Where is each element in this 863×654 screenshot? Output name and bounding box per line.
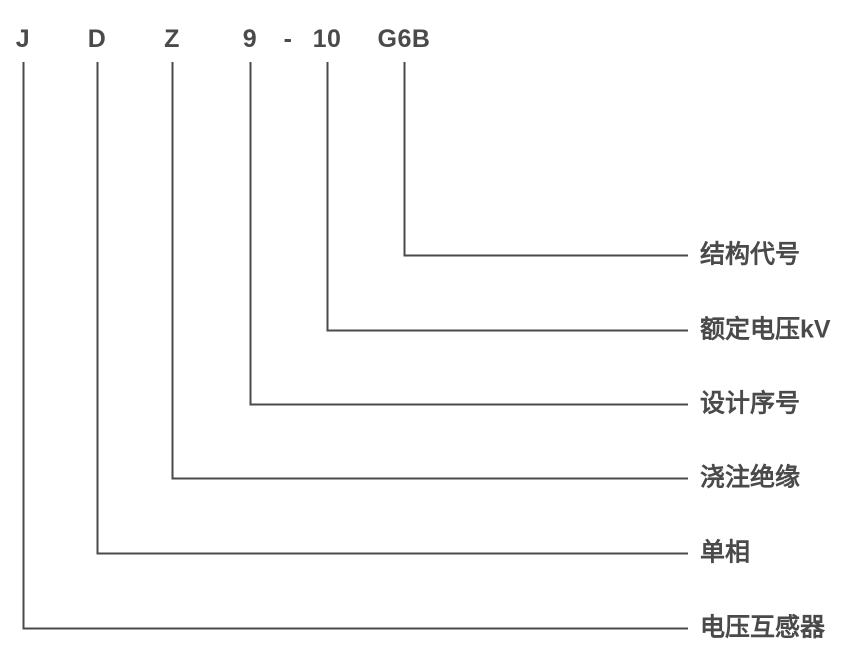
leader-line-5 xyxy=(96,62,688,555)
callout-label-1: 结构代号 xyxy=(700,240,801,269)
code-part-2: D xyxy=(87,25,107,53)
code-part-4: 9 xyxy=(242,25,258,53)
code-part-6: 10 xyxy=(312,25,342,53)
leader-line-1 xyxy=(403,62,688,257)
callout-label-2: 额定电压kV xyxy=(700,315,831,344)
model-code-row: J D Z 9-10 G6B xyxy=(0,0,863,62)
code-part-7: G6B xyxy=(377,25,431,53)
code-part-3: Z xyxy=(164,25,180,53)
callout-label-5: 单相 xyxy=(700,538,751,567)
callout-label-4: 浇注绝缘 xyxy=(700,463,801,492)
leader-line-2 xyxy=(326,62,688,332)
leader-line-3 xyxy=(249,62,688,406)
code-part-1: J xyxy=(15,25,31,53)
leader-line-6 xyxy=(22,62,688,630)
code-part-5: - xyxy=(283,25,293,53)
leader-line-4 xyxy=(171,62,688,480)
callout-label-6: 电压互感器 xyxy=(700,613,826,642)
callout-label-3: 设计序号 xyxy=(700,389,801,418)
